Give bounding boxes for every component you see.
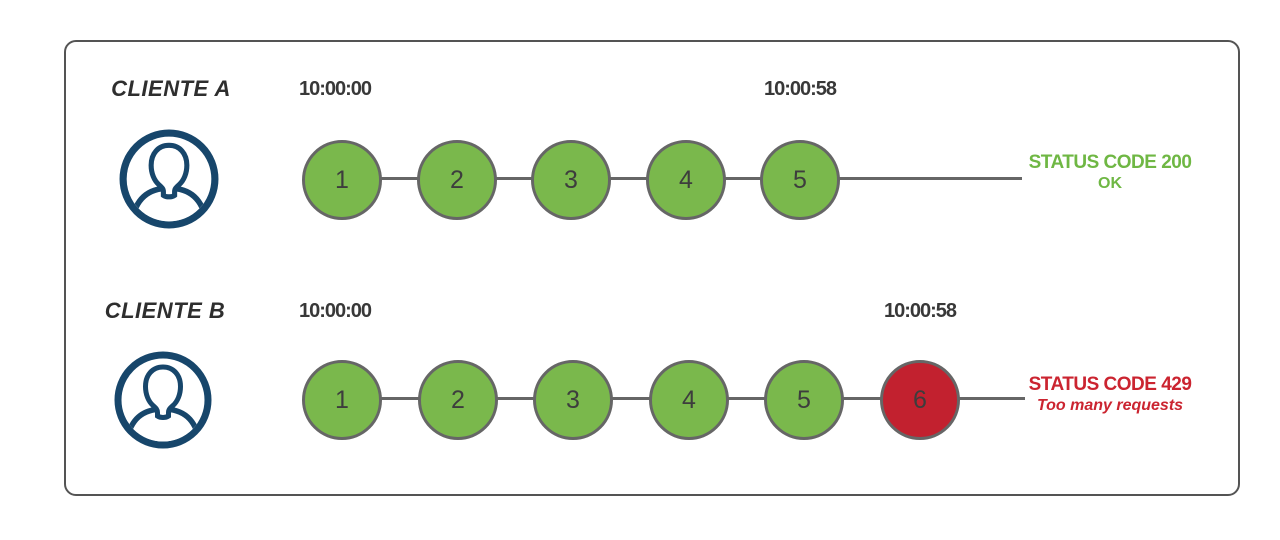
request-node: 2 (418, 360, 498, 440)
request-number: 2 (450, 165, 464, 194)
status-message-text: Too many requests (1036, 397, 1184, 414)
request-node: 1 (302, 140, 382, 220)
request-number: 3 (566, 385, 580, 414)
client-b-avatar-icon (114, 351, 212, 449)
status-code-text: STATUS CODE 429 (1028, 374, 1192, 395)
status-label-200: STATUS CODE 200 OK (1020, 152, 1200, 194)
client-b-label: CLIENTE B (104, 298, 226, 323)
start-timestamp: 10:00:00 (298, 78, 372, 100)
request-number: 2 (451, 385, 465, 414)
end-timestamp: 10:00:58 (883, 300, 957, 322)
start-timestamp: 10:00:00 (298, 300, 372, 322)
status-label-429: STATUS CODE 429 Too many requests (1020, 374, 1200, 416)
request-node: 3 (531, 140, 611, 220)
request-node: 2 (417, 140, 497, 220)
end-timestamp: 10:00:58 (763, 78, 837, 100)
request-number: 4 (682, 385, 696, 414)
request-number: 1 (335, 165, 349, 194)
request-number: 5 (797, 385, 811, 414)
request-number: 6 (913, 385, 927, 414)
request-node-blocked: 6 (880, 360, 960, 440)
request-node: 5 (760, 140, 840, 220)
status-code-text: STATUS CODE 200 (1028, 152, 1192, 173)
request-number: 1 (335, 385, 349, 414)
request-node: 3 (533, 360, 613, 440)
request-node: 5 (764, 360, 844, 440)
diagram-frame (64, 40, 1240, 496)
request-number: 3 (564, 165, 578, 194)
request-number: 4 (679, 165, 693, 194)
request-node: 4 (649, 360, 729, 440)
request-number: 5 (793, 165, 807, 194)
request-node: 1 (302, 360, 382, 440)
client-a-avatar-icon (119, 129, 219, 229)
request-node: 4 (646, 140, 726, 220)
client-a-label: CLIENTE A (111, 76, 231, 101)
status-message-text: OK (1098, 175, 1122, 192)
